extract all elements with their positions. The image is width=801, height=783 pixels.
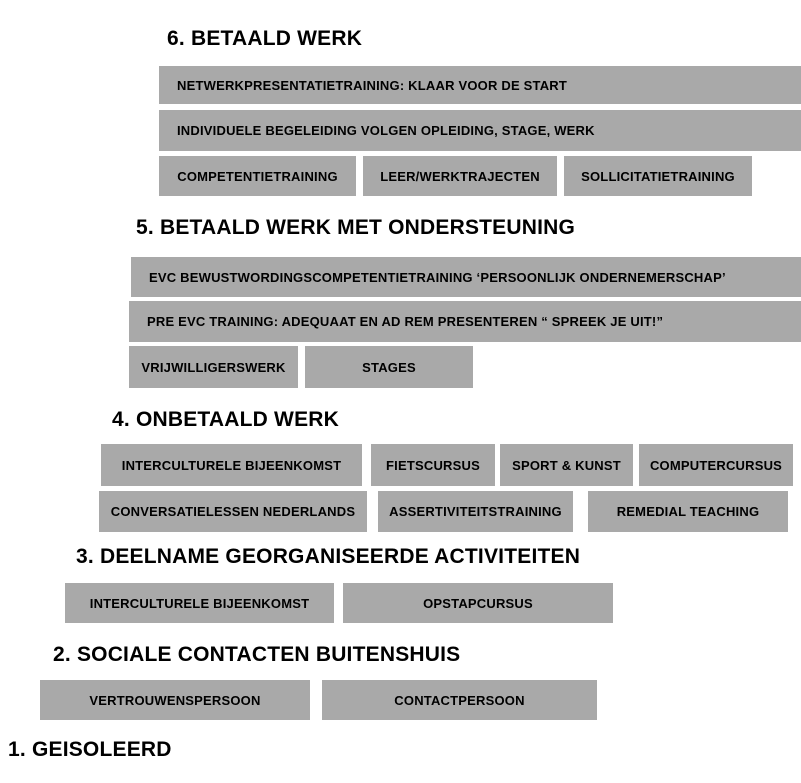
box-evc-bewustwordingscompetentietraining: EVC BEWUSTWORDINGSCOMPETENTIETRAINING ‘P… <box>131 257 801 297</box>
box-remedial-teaching: REMEDIAL TEACHING <box>588 491 788 532</box>
box-vrijwilligerswerk: VRIJWILLIGERSWERK <box>129 346 298 388</box>
box-netwerkpresentatietraining: NETWERKPRESENTATIETRAINING: KLAAR VOOR D… <box>159 66 801 104</box>
box-pre-evc-training: PRE EVC TRAINING: ADEQUAAT EN AD REM PRE… <box>129 301 801 342</box>
box-vertrouwenspersoon: VERTROUWENSPERSOON <box>40 680 310 720</box>
box-individuele-begeleiding: INDIVIDUELE BEGELEIDING VOLGEN OPLEIDING… <box>159 110 801 151</box>
box-leer-werktrajecten: LEER/WERKTRAJECTEN <box>363 156 557 196</box>
box-assertiviteitstraining: ASSERTIVITEITSTRAINING <box>378 491 573 532</box>
box-opstapcursus: OPSTAPCURSUS <box>343 583 613 623</box>
level-3-heading: 3. DEELNAME GEORGANISEERDE ACTIVITEITEN <box>76 545 581 568</box>
level-1-heading: 1. GEISOLEERD <box>8 738 172 761</box>
box-sollicitatietraining: SOLLICITATIETRAINING <box>564 156 752 196</box>
level-5-heading: 5. BETAALD WERK MET ONDERSTEUNING <box>136 216 576 239</box>
box-conversatielessen-nederlands: CONVERSATIELESSEN NEDERLANDS <box>99 491 367 532</box>
level-6-heading: 6. BETAALD WERK <box>167 27 363 50</box>
level-4-heading: 4. ONBETAALD WERK <box>112 408 340 431</box>
box-interculturele-bijeenkomst-level3: INTERCULTURELE BIJEENKOMST <box>65 583 334 623</box>
box-contactpersoon: CONTACTPERSOON <box>322 680 597 720</box>
level-2-heading: 2. SOCIALE CONTACTEN BUITENSHUIS <box>53 643 461 666</box>
box-competentietraining: COMPETENTIETRAINING <box>159 156 356 196</box>
box-stages: STAGES <box>305 346 473 388</box>
box-interculturele-bijeenkomst-level4: INTERCULTURELE BIJEENKOMST <box>101 444 362 486</box>
box-fietscursus: FIETSCURSUS <box>371 444 495 486</box>
box-sport-kunst: SPORT & KUNST <box>500 444 633 486</box>
box-computercursus: COMPUTERCURSUS <box>639 444 793 486</box>
